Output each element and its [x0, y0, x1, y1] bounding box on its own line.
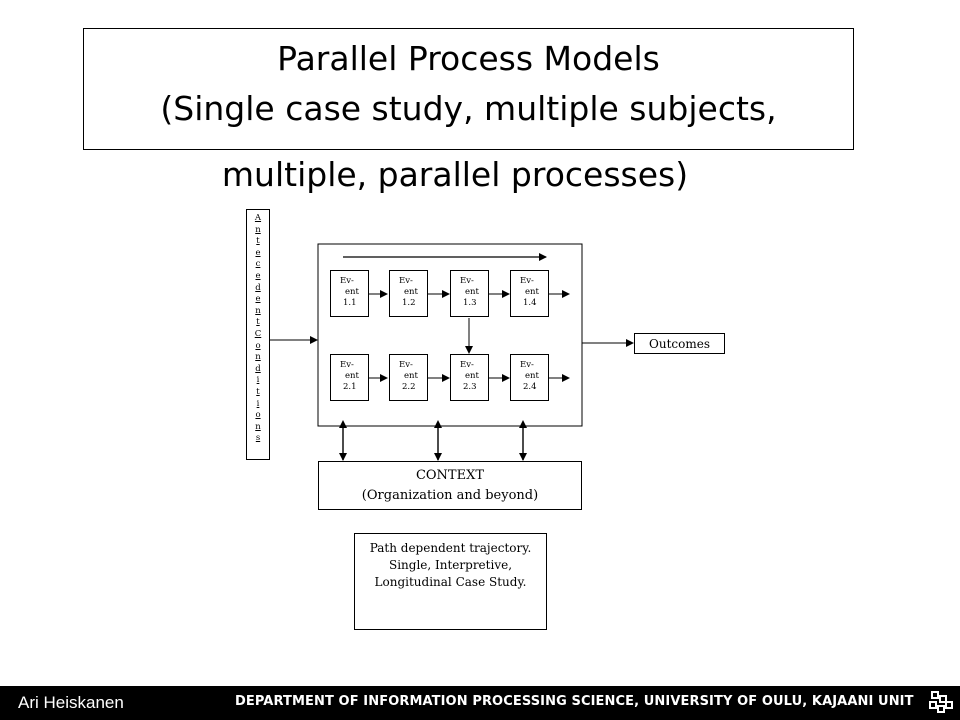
event-2-1: Ev- ent 2.1: [330, 354, 369, 401]
antecedent-letter: i: [256, 375, 260, 386]
process-box: [317, 243, 583, 427]
event-2-3: Ev- ent 2.3: [450, 354, 489, 401]
antecedent-letter: t: [256, 387, 260, 397]
event-2-2: Ev- ent 2.2: [389, 354, 428, 401]
path-dependent-note: Path dependent trajectory. Single, Inter…: [354, 533, 547, 630]
antecedent-letter: e: [255, 271, 261, 281]
context-title: CONTEXT: [415, 468, 485, 483]
antecedent-letter: e: [255, 247, 261, 258]
antecedent-letter: n: [255, 421, 261, 432]
antecedent-letter: o: [255, 340, 261, 351]
antecedent-letter: t: [256, 317, 260, 328]
antecedent-letter: C: [254, 329, 262, 339]
event-1-2: Ev- ent 1.2: [389, 270, 428, 317]
path-note-line-1: Path dependent trajectory.: [369, 541, 532, 555]
event-1-3: Ev- ent 1.3: [450, 270, 489, 317]
footer-bar: Ari Heiskanen DEPARTMENT OF INFORMATION …: [0, 686, 960, 720]
outcomes-box: Outcomes: [634, 333, 725, 354]
antecedent-letter: d: [255, 282, 261, 293]
event-2-4: Ev- ent 2.4: [510, 354, 549, 401]
context-box: CONTEXT (Organization and beyond): [318, 461, 582, 510]
university-logo-icon: [929, 691, 953, 713]
title-line-1: Parallel Process Models: [277, 39, 660, 78]
antecedent-letter: e: [255, 294, 261, 305]
antecedent-letter: d: [255, 363, 261, 374]
antecedent-letter: t: [256, 236, 260, 247]
antecedent-letter: c: [255, 259, 261, 270]
title-box: Parallel Process Models (Single case stu…: [83, 28, 854, 150]
footer-department: DEPARTMENT OF INFORMATION PROCESSING SCI…: [235, 694, 914, 709]
title-line-3: multiple, parallel processes): [221, 155, 689, 194]
antecedent-letter: s: [255, 433, 261, 444]
antecedent-letter: n: [255, 305, 261, 316]
antecedent-letter: A: [254, 213, 262, 223]
antecedent-letter: o: [255, 410, 261, 421]
antecedent-letter: i: [256, 398, 260, 409]
event-1-4: Ev- ent 1.4: [510, 270, 549, 317]
path-note-line-2: Single, Interpretive,: [388, 558, 513, 572]
antecedent-letter: n: [255, 224, 261, 235]
event-1-1: Ev- ent 1.1: [330, 270, 369, 317]
antecedent-letter: n: [255, 352, 261, 363]
context-subtitle: (Organization and beyond): [361, 488, 539, 503]
path-note-line-3: Longitudinal Case Study.: [374, 575, 527, 589]
title-line-2: (Single case study, multiple subjects,: [160, 89, 777, 128]
footer-author: Ari Heiskanen: [18, 693, 124, 712]
